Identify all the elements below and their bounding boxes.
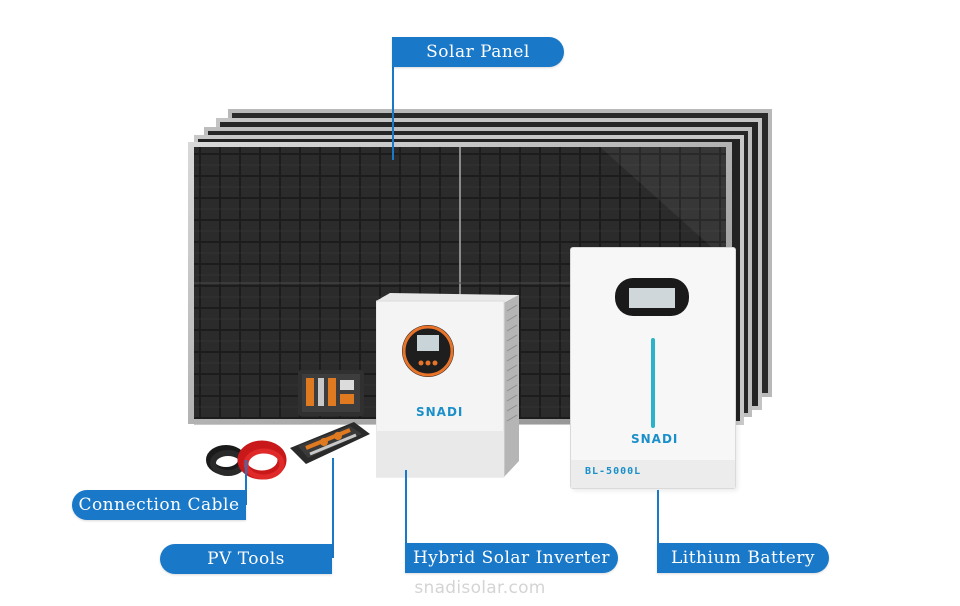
inverter-icon: SNADI <box>376 291 519 483</box>
inverter-leader <box>405 470 407 558</box>
tool-case-icon <box>290 370 370 464</box>
battery-brand-label: SNADI <box>631 432 679 446</box>
battery-model-label: BL-5000L <box>585 466 642 477</box>
connection-cable-label: Connection Cable <box>72 490 246 520</box>
solar-panel-label: Solar Panel <box>392 37 564 67</box>
hybrid-inverter-label: Hybrid Solar Inverter <box>405 543 618 573</box>
battery-leader <box>657 490 659 558</box>
pv-tools-leader <box>332 458 334 558</box>
inverter-brand-label: SNADI <box>416 405 464 419</box>
watermark: snadisolar.com <box>414 578 546 598</box>
solar-panel-leader <box>392 50 394 160</box>
lithium-battery-label: Lithium Battery <box>657 543 829 573</box>
cable-coil-icon <box>206 440 287 480</box>
battery-icon: SNADI BL-5000L <box>570 247 736 489</box>
pv-tools-label: PV Tools <box>160 544 332 574</box>
connection-cable-leader <box>245 460 247 505</box>
